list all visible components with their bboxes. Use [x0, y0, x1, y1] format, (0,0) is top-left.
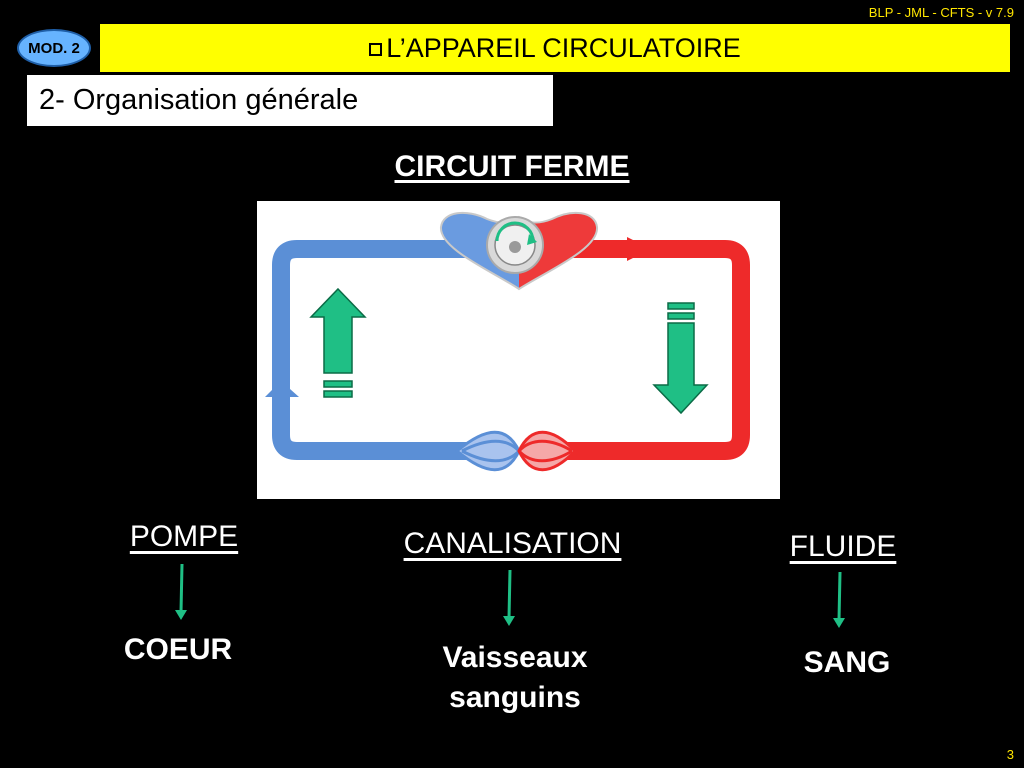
blood-label: SANG	[803, 646, 891, 679]
slide-title: L’APPAREIL CIRCULATOIRE	[386, 32, 741, 63]
version-label: BLP - JML - CFTS - v 7.9	[868, 5, 1014, 20]
venous-vessel	[272, 240, 487, 460]
section-title: 2- Organisation générale	[39, 84, 359, 116]
capillary-network	[454, 430, 578, 472]
downward-flow-arrow-icon	[652, 302, 709, 415]
checkbox-bullet-icon	[369, 42, 383, 56]
header-bar: L’APPAREIL CIRCULATOIRE	[100, 24, 1010, 72]
diagram-title: CIRCUIT FERME	[394, 150, 630, 183]
heart-icon	[439, 211, 599, 291]
pump-arrow-icon	[175, 563, 187, 620]
circulation-diagram	[257, 201, 780, 499]
upward-flow-arrow-icon	[309, 287, 367, 398]
diagram-title-container: CIRCUIT FERME	[0, 150, 1024, 184]
module-badge: MOD. 2	[17, 29, 91, 67]
vessels-label-line1: Vaisseaux	[442, 641, 588, 674]
piping-arrow-icon	[503, 569, 515, 626]
piping-label: CANALISATION	[403, 527, 622, 560]
venous-flow-arrowhead	[265, 381, 299, 397]
pump-label: POMPE	[129, 520, 239, 553]
circulation-diagram-svg	[265, 211, 750, 472]
fluid-arrow-icon	[833, 571, 845, 628]
vessels-label: Vaisseaux sanguins	[410, 638, 620, 718]
arterial-vessel	[557, 240, 750, 460]
arterial-flow-arrowhead	[627, 237, 651, 261]
section-header: 2- Organisation générale	[27, 75, 553, 126]
heart-label: COEUR	[123, 633, 233, 666]
vessels-label-line2: sanguins	[449, 681, 581, 714]
page-number: 3	[1006, 747, 1014, 762]
fluid-label: FLUIDE	[789, 530, 897, 563]
